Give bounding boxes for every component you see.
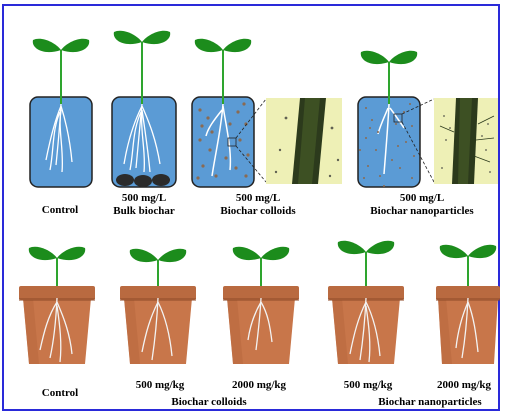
- label-hydro-control: Control: [42, 204, 78, 216]
- bulk-biochar-pieces: [116, 174, 170, 187]
- nano-micrograph: [434, 98, 498, 184]
- hydro-colloid-plant: [192, 39, 266, 187]
- label-soil-colloid-high: 2000 mg/kg: [232, 379, 287, 391]
- label-soil-control: Control: [42, 387, 78, 399]
- soil-control-plant: [19, 247, 95, 364]
- label-hydro-nano-conc: 500 mg/L: [400, 192, 444, 204]
- flower-pot: [19, 286, 95, 364]
- soil-colloid-low-plant: [120, 249, 196, 364]
- soil-nano-high-plant: [436, 245, 500, 364]
- label-soil-nano-name: Biochar nanoparticles: [378, 396, 482, 408]
- label-soil-colloid-low: 500 mg/kg: [136, 379, 185, 391]
- hydro-control-plant: [30, 39, 92, 187]
- label-hydro-bulk-name: Bulk biochar: [113, 205, 175, 217]
- hydro-bulk-plant: [112, 31, 176, 187]
- hydro-nano-plant: [358, 51, 434, 187]
- label-hydro-colloid-conc: 500 mg/L: [236, 192, 280, 204]
- label-hydro-nano-name: Biochar nanoparticles: [370, 205, 474, 217]
- label-hydro-colloid-name: Biochar colloids: [220, 205, 296, 217]
- label-soil-colloid-name: Biochar colloids: [171, 396, 247, 408]
- soil-nano-low-plant: [328, 241, 404, 364]
- soil-colloid-high-plant: [223, 247, 299, 364]
- flower-pot: [328, 286, 404, 364]
- flower-pot: [223, 286, 299, 364]
- label-hydro-bulk-conc: 500 mg/L: [122, 192, 166, 204]
- flower-pot: [120, 286, 196, 364]
- colloid-micrograph: [266, 98, 342, 184]
- flower-pot: [436, 286, 500, 364]
- label-soil-nano-high: 2000 mg/kg: [437, 379, 492, 391]
- label-soil-nano-low: 500 mg/kg: [344, 379, 393, 391]
